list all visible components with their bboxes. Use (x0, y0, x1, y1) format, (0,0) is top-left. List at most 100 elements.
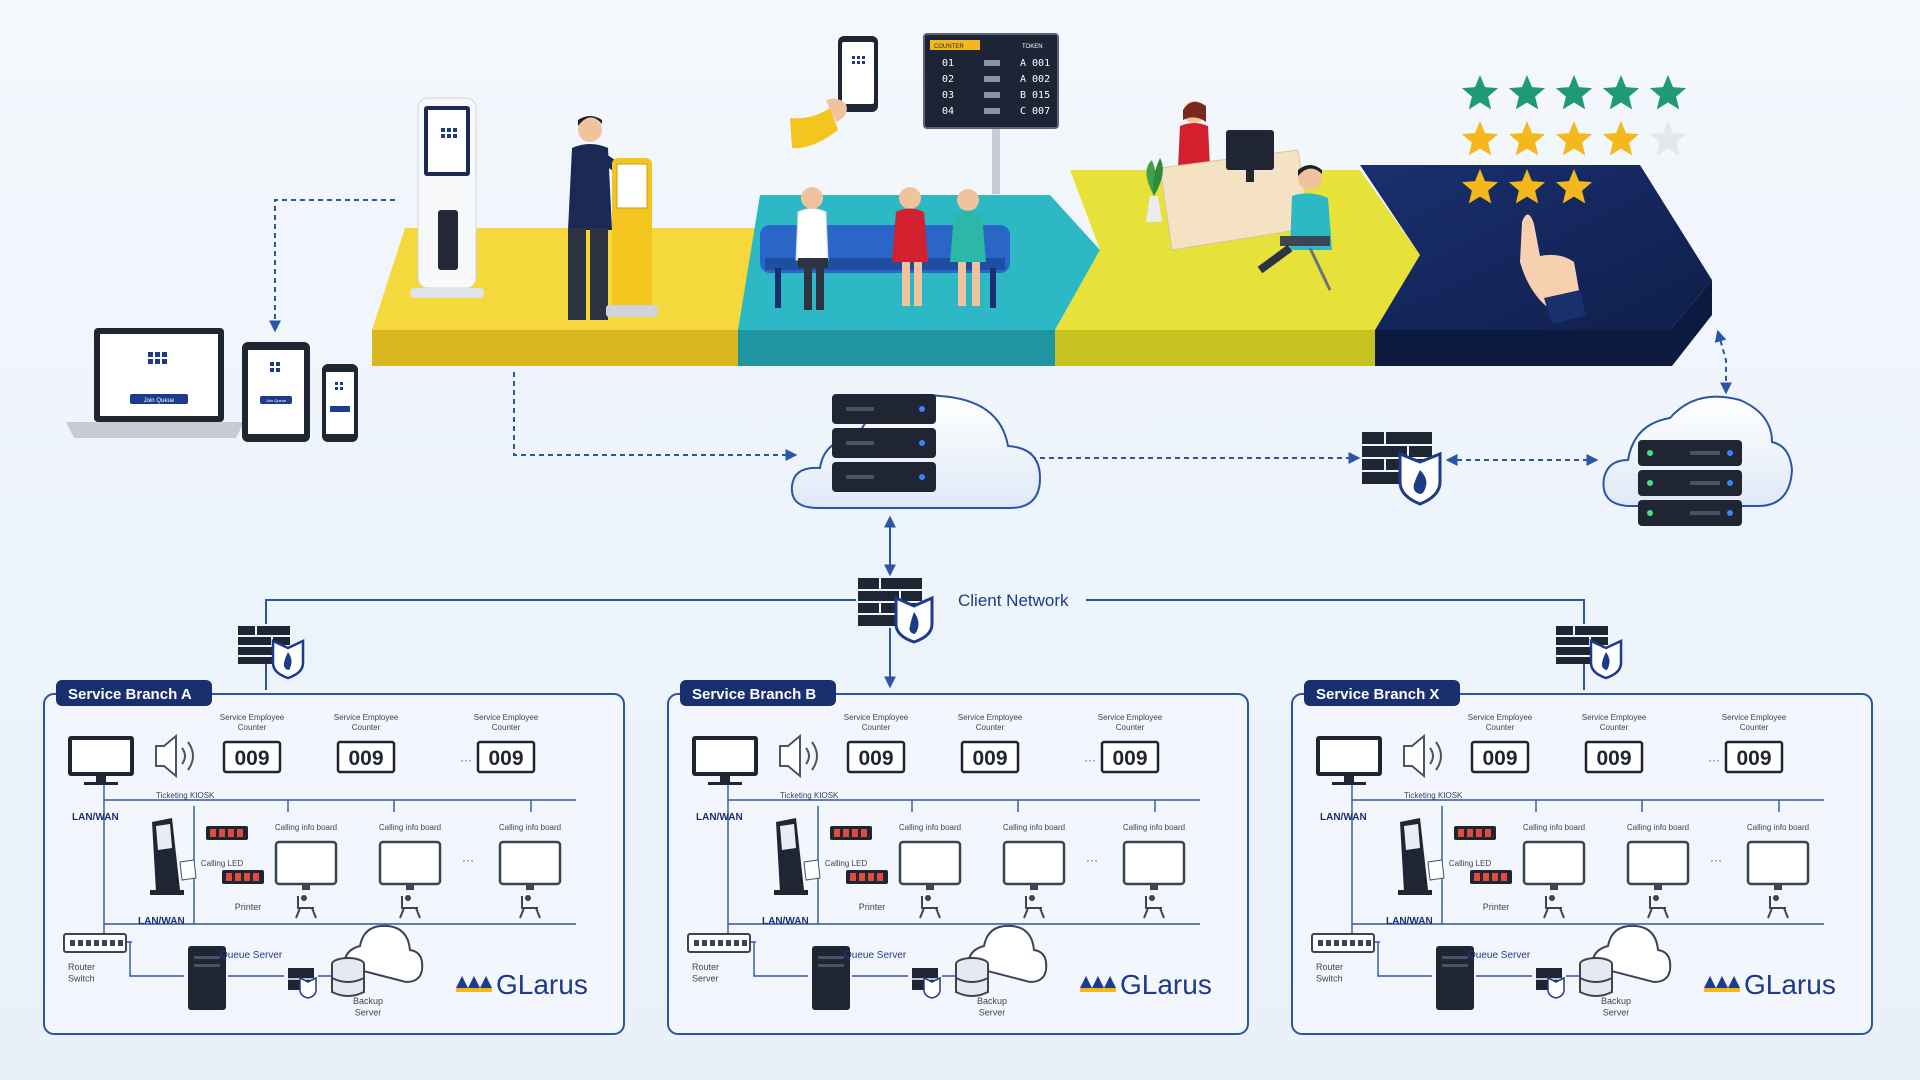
board-row-counter: 03 (942, 90, 954, 101)
brand-wordmark: GLarus (1120, 969, 1212, 1000)
printer-label: Printer (1483, 902, 1510, 912)
branch-title: Service Branch X (1316, 686, 1439, 703)
calling-led-icon (846, 870, 888, 884)
calling-led-label: Calling LED (201, 859, 243, 868)
rating-star-icon (1461, 169, 1499, 204)
queue-server-label: Queue Server (1468, 950, 1531, 961)
rating-star-icon (1602, 75, 1640, 110)
board-header-counter: COUNTER (934, 44, 964, 50)
brand-wordmark: GLarus (1744, 969, 1836, 1000)
calling-board-label: Calling info board (275, 823, 337, 832)
mini-firewall-icon (288, 968, 317, 999)
rating-star-icon (1602, 121, 1640, 156)
counter-number: 009 (1112, 747, 1147, 770)
calling-board-label: Calling info board (499, 823, 561, 832)
calling-board-label: Calling info board (1123, 823, 1185, 832)
rating-star-icon (1508, 75, 1546, 110)
calling-led-label: Calling LED (1449, 859, 1491, 868)
rating-star-icon (1461, 121, 1499, 156)
counter-number: 009 (972, 747, 1007, 770)
lan-wan-label: LAN/WAN (696, 812, 743, 823)
calling-info-board-icon (1626, 840, 1690, 886)
counter-number: 009 (234, 747, 269, 770)
ticketing-kiosk-label: Ticketing KIOSK (1404, 791, 1463, 800)
printer-label: Printer (859, 902, 886, 912)
counter-display (1724, 740, 1784, 774)
counter-ellipsis: ··· (1084, 753, 1096, 767)
client-network-firewall-icon (858, 578, 934, 644)
laptop-join-label: Join Queue (144, 398, 175, 404)
counter-number: 009 (1596, 747, 1631, 770)
calling-info-board-icon (1746, 840, 1810, 886)
board-row-token: C 007 (1020, 106, 1050, 117)
counter-display (1100, 740, 1160, 774)
led-digit-display (830, 826, 872, 840)
calling-info-board-icon (1122, 840, 1186, 886)
calling-board-label: Calling info board (1627, 823, 1689, 832)
top-connectors (269, 199, 1732, 466)
rating-star-icon (1461, 75, 1499, 110)
waiting-customers (795, 187, 986, 310)
ticketing-kiosk-icon (150, 818, 197, 895)
rating-star-icon (1555, 121, 1593, 156)
counter-display (846, 740, 906, 774)
counter-display (960, 740, 1020, 774)
counter-number: 009 (858, 747, 893, 770)
board-row-counter: 01 (942, 58, 954, 69)
chair-icon (1143, 895, 1165, 919)
customer-devices: Join Queue Join Queue (66, 328, 358, 442)
calling-info-board-icon (1522, 840, 1586, 886)
lan-wan-label: LAN/WAN (762, 916, 809, 927)
calling-board-label: Calling info board (1003, 823, 1065, 832)
glarus-logo-icon (1080, 976, 1116, 992)
branch-title: Service Branch A (68, 686, 192, 703)
glarus-logo-icon (456, 976, 492, 992)
chair-icon (519, 895, 541, 919)
counter-display (336, 740, 396, 774)
service-desk (1146, 101, 1332, 291)
calling-board-label: Calling info board (1523, 823, 1585, 832)
chair-icon (919, 895, 941, 919)
counter-ellipsis: ··· (460, 753, 472, 767)
speaker-icon (155, 733, 194, 779)
branch-firewall-icon (238, 626, 305, 680)
client-network-lines (265, 515, 1585, 690)
calling-board-label: Calling info board (379, 823, 441, 832)
counter-ellipsis: ··· (1708, 753, 1720, 767)
board-row-counter: 02 (942, 74, 954, 85)
speaker-icon (779, 733, 818, 779)
mobile-ticket-phone (790, 36, 878, 149)
lan-wan-label: LAN/WAN (1386, 916, 1433, 927)
board-row-token: A 002 (1020, 74, 1050, 85)
board-ellipsis: ··· (1086, 853, 1098, 867)
chair-icon (399, 895, 421, 919)
queue-server-label: Queue Server (220, 950, 283, 961)
rating-star-icon (1508, 169, 1546, 204)
queue-server-icon (1436, 946, 1474, 1010)
lan-wan-label: LAN/WAN (138, 916, 185, 927)
client-network-label: Client Network (958, 591, 1069, 610)
counter-number: 009 (1736, 747, 1771, 770)
queue-server-label: Queue Server (844, 950, 907, 961)
mini-firewall-icon (912, 968, 941, 999)
backup-server-icon (331, 924, 424, 997)
counter-display (476, 740, 536, 774)
central-cloud-server (790, 393, 1042, 509)
backup-server-icon (955, 924, 1048, 997)
chair-icon (295, 895, 317, 919)
